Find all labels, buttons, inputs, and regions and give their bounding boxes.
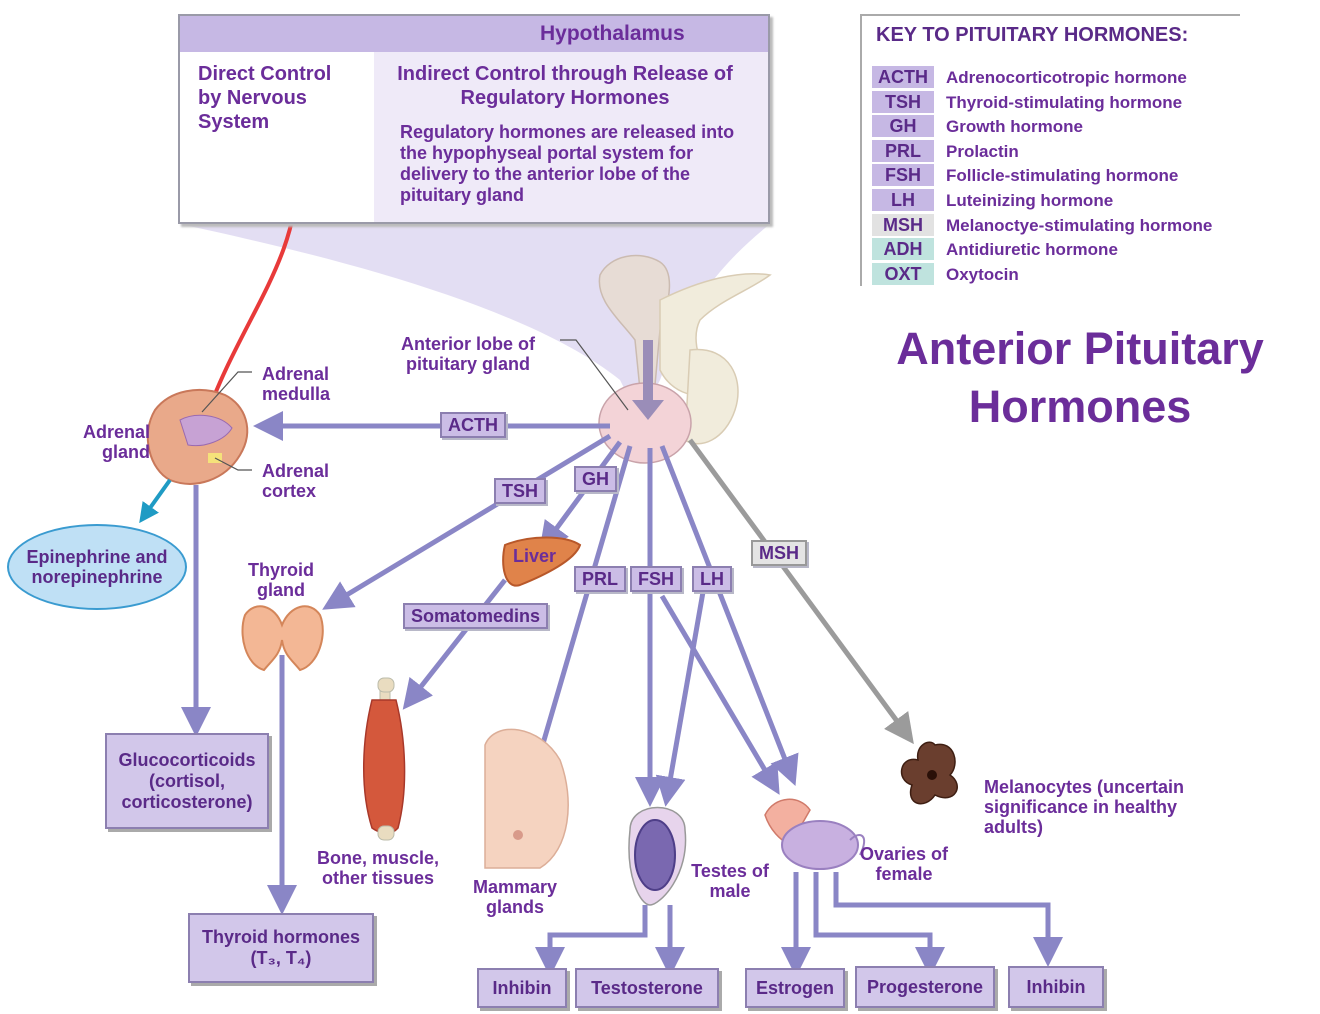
label-adrenal-gland: Adrenal gland bbox=[82, 422, 150, 462]
output-inhibin-male: Inhibin bbox=[477, 968, 567, 1008]
output-testosterone: Testosterone bbox=[575, 968, 719, 1008]
key-name: Adrenocorticotropic hormone bbox=[946, 68, 1187, 87]
tag-msh: MSH bbox=[751, 540, 807, 566]
hormone-key: KEY TO PITUITARY HORMONES: ACTH Adrenocor… bbox=[860, 14, 1240, 286]
adrenal-gland bbox=[139, 389, 249, 524]
key-name: Oxytocin bbox=[946, 264, 1019, 284]
label-testes: Testes of male bbox=[691, 861, 769, 901]
key-name: Antidiuretic hormone bbox=[946, 240, 1118, 260]
mammary-gland bbox=[484, 728, 569, 869]
key-name: Follicle-stimulating hormone bbox=[946, 166, 1179, 186]
tag-prl: PRL bbox=[574, 566, 626, 592]
testes bbox=[628, 806, 687, 906]
pituitary-gland bbox=[598, 254, 772, 464]
output-estrogen-text: Estrogen bbox=[755, 977, 834, 998]
thyroid-gland bbox=[241, 605, 324, 672]
label-ovaries: Ovaries of female bbox=[859, 844, 949, 884]
tag-lh: LH bbox=[692, 566, 732, 592]
epinephrine-ellipse: Epinephrine and norepinephrine bbox=[7, 524, 187, 610]
tsh-arrow bbox=[322, 433, 612, 610]
label-melanocytes: Melanocytes (uncertain significance in h… bbox=[984, 777, 1185, 837]
label-epinephrine: Epinephrine and norepinephrine bbox=[26, 547, 168, 587]
prl-arrow bbox=[517, 445, 633, 810]
key-title: KEY TO PITUITARY HORMONES: bbox=[876, 24, 1189, 46]
label-adrenal-medulla: Adrenal medulla bbox=[262, 364, 331, 404]
hypothalamus-title: Hypothalamus bbox=[540, 22, 685, 45]
label-mammary-glands: Mammary glands bbox=[472, 877, 558, 917]
direct-control-text: Direct Control by Nervous System bbox=[198, 63, 332, 133]
hypothalamus-panel: Hypothalamus Direct Control by Nervous S… bbox=[178, 14, 770, 224]
output-inhibin-female: Inhibin bbox=[1008, 966, 1104, 1008]
output-progesterone-text: Progesterone bbox=[866, 976, 984, 997]
label-anterior-lobe: Anterior lobe of pituitary gland bbox=[401, 334, 535, 374]
output-estrogen: Estrogen bbox=[745, 968, 845, 1008]
liver bbox=[502, 536, 582, 587]
indirect-control-heading: Indirect Control through Release of Regu… bbox=[397, 63, 733, 109]
key-abbr: FSH bbox=[872, 164, 934, 187]
key-abbr: TSH bbox=[872, 90, 934, 113]
indirect-control-panel bbox=[374, 52, 768, 222]
melanocyte bbox=[900, 741, 958, 805]
key-name: Prolactin bbox=[946, 141, 1019, 161]
key-abbr: MSH bbox=[872, 213, 934, 236]
output-progesterone: Progesterone bbox=[855, 966, 995, 1008]
label-adrenal-cortex: Adrenal cortex bbox=[262, 461, 330, 501]
tag-fsh: FSH bbox=[630, 566, 682, 592]
output-thyroid-hormones: Thyroid hormones (T₃, T₄) bbox=[188, 913, 374, 983]
label-bone-muscle: Bone, muscle, other tissues bbox=[316, 848, 440, 888]
tag-tsh: TSH bbox=[494, 478, 546, 504]
key-name: Thyroid-stimulating hormone bbox=[946, 92, 1183, 112]
output-glucocorticoids: Glucocorticoids (cortisol, corticosteron… bbox=[105, 733, 269, 829]
ovaries bbox=[764, 798, 866, 870]
indirect-control-body: Regulatory hormones are released into th… bbox=[400, 122, 735, 205]
key-abbr: ACTH bbox=[872, 66, 934, 88]
label-liver: Liver bbox=[513, 546, 557, 566]
key-abbr: PRL bbox=[872, 139, 934, 162]
main-title: Anterior Pituitary Hormones bbox=[896, 323, 1264, 432]
output-testosterone-text: Testosterone bbox=[591, 977, 703, 998]
output-inhibin-male-text: Inhibin bbox=[492, 977, 552, 998]
tag-gh: GH bbox=[574, 466, 617, 492]
key-abbr: LH bbox=[872, 189, 934, 211]
key-abbr: OXT bbox=[872, 262, 934, 285]
label-thyroid-gland: Thyroid gland bbox=[248, 560, 314, 600]
key-abbr: GH bbox=[872, 115, 934, 138]
tag-somatomedins: Somatomedins bbox=[403, 603, 549, 629]
key-name: Growth hormone bbox=[946, 117, 1083, 137]
key-abbr: ADH bbox=[872, 238, 934, 261]
msh-arrow bbox=[687, 438, 914, 745]
key-name: Luteinizing hormone bbox=[946, 191, 1114, 210]
tag-acth: ACTH bbox=[440, 412, 506, 438]
bone-muscle bbox=[363, 677, 406, 841]
output-glucocorticoids-text: Glucocorticoids (cortisol, corticosteron… bbox=[118, 749, 256, 812]
output-thyroid-hormones-text: Thyroid hormones (T₃, T₄) bbox=[201, 927, 360, 968]
key-name: Melanoctye-stimulating hormone bbox=[946, 215, 1213, 235]
lh-arrow bbox=[659, 445, 799, 786]
output-inhibin-female-text: Inhibin bbox=[1026, 976, 1086, 997]
hypothalamus-title-bar: Hypothalamus bbox=[180, 16, 768, 52]
